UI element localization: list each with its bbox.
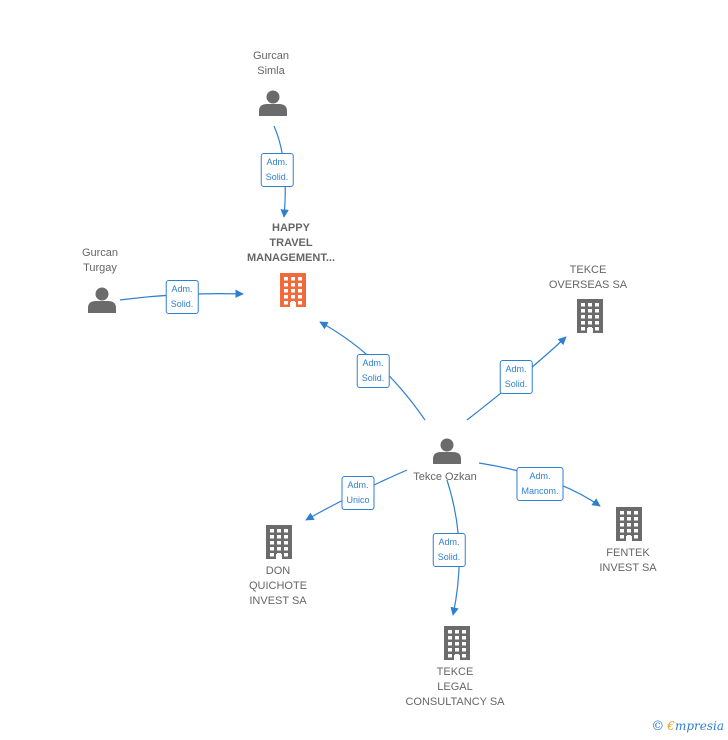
node-label-fentek[interactable]: FENTEK INVEST SA [599,547,657,574]
edge-label[interactable]: Adm. Solid. [356,354,390,388]
building-icon[interactable] [577,299,603,333]
node-label-gurcan-simla[interactable]: Gurcan Simla [252,50,290,77]
node-label-happy-travel[interactable]: HAPPY TRAVEL MANAGEMENT... [247,222,335,264]
building-icon[interactable] [280,273,306,307]
brand-name: mpresia [674,719,724,733]
person-icon[interactable] [88,287,116,314]
person-icon[interactable] [259,90,287,117]
node-label-tekce-ozkan[interactable]: Tekce Ozkan [413,471,477,483]
person-icon[interactable] [433,438,461,465]
building-icon[interactable] [444,626,470,660]
building-icon[interactable] [616,507,642,541]
building-icon[interactable] [266,525,292,559]
copyright-symbol: © [651,719,665,734]
edge-label[interactable]: Adm. Solid. [499,360,533,394]
edge-label[interactable]: Adm. Solid. [432,533,466,567]
edge-label[interactable]: Adm. Mancom. [516,467,564,501]
brand-logo-e: € [667,719,675,733]
node-label-don-quichote[interactable]: DON QUICHOTE INVEST SA [248,565,308,607]
brand-footer[interactable]: ©€mpresia [651,719,724,734]
node-label-tekce-legal[interactable]: TEKCE LEGAL CONSULTANCY SA [405,666,505,708]
edge-label[interactable]: Adm. Solid. [260,153,294,187]
edge-label[interactable]: Adm. Solid. [165,280,199,314]
node-label-gurcan-turgay[interactable]: Gurcan Turgay [81,247,119,274]
edge-label[interactable]: Adm. Unico [341,476,375,510]
icons-layer [88,90,642,660]
node-label-tekce-overseas[interactable]: TEKCE OVERSEAS SA [548,264,628,291]
